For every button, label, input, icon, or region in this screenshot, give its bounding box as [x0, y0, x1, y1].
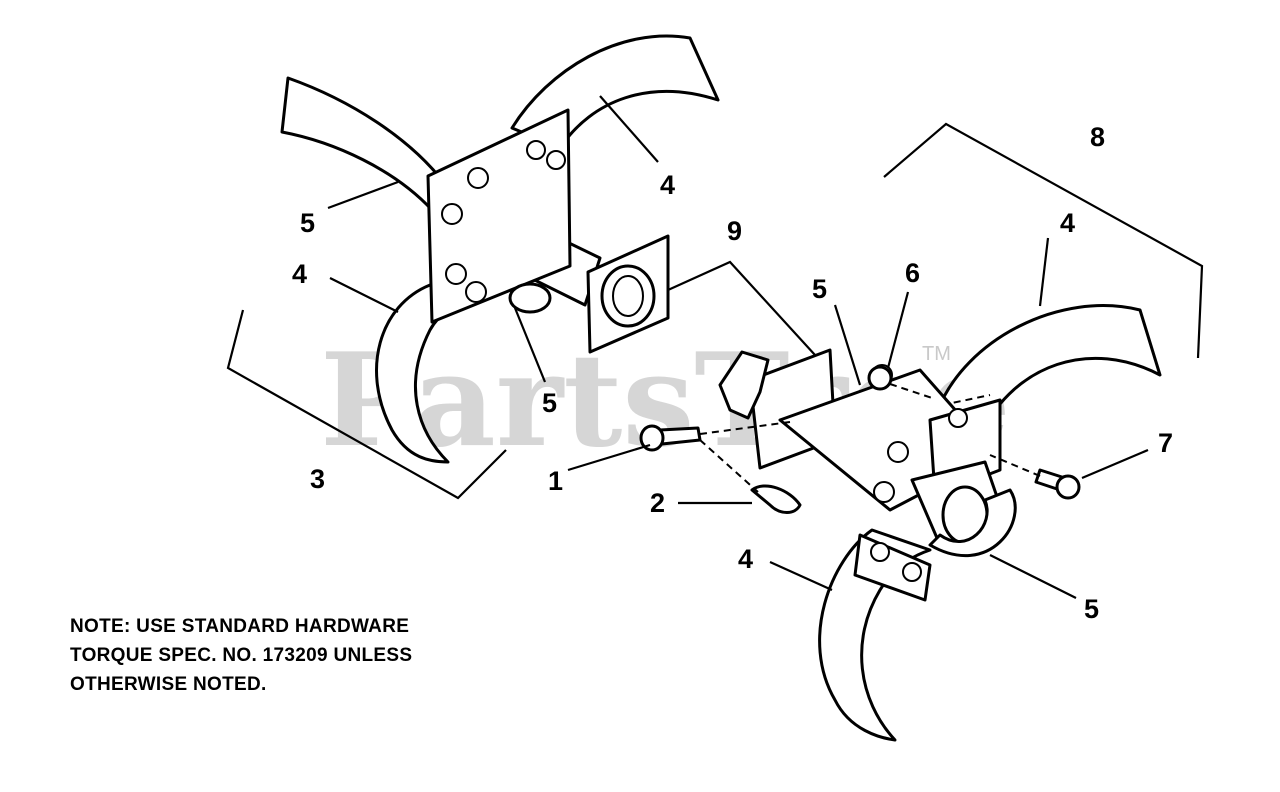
callout-4-left-upper: 4: [660, 170, 675, 200]
callout-8: 8: [1090, 122, 1105, 152]
note-line-3: OTHERWISE NOTED.: [70, 674, 267, 695]
callout-5-right-upper: 5: [812, 274, 827, 304]
callout-4-right-upper: 4: [1060, 208, 1075, 238]
lock-nut: [867, 365, 933, 399]
hairpin-cotter: [699, 439, 802, 514]
callout-4-left-lower: 4: [292, 259, 307, 289]
hardware-note: NOTE: USE STANDARD HARDWARE TORQUE SPEC.…: [70, 612, 490, 699]
callout-3: 3: [310, 464, 325, 494]
callout-6: 6: [905, 258, 920, 288]
left-lower-tine: [375, 283, 474, 464]
callout-9: 9: [727, 216, 742, 246]
hex-bolt: [989, 454, 1081, 500]
left-flange-bolts: [441, 140, 566, 303]
callout-5-left-upper: 5: [300, 208, 315, 238]
callout-5-right-lower: 5: [1084, 594, 1099, 624]
left-upper-tine: [280, 76, 447, 212]
callout-2: 2: [650, 488, 665, 518]
callout-5-left-lower: 5: [542, 388, 557, 418]
left-tine-assembly: [280, 34, 720, 464]
note-line-2: TORQUE SPEC. NO. 173209 UNLESS: [70, 645, 413, 666]
left-hub-ring: [508, 282, 552, 314]
callout-4-right-lower: 4: [738, 544, 753, 574]
note-line-1: NOTE: USE STANDARD HARDWARE: [70, 616, 410, 637]
right-bracket-clip: [718, 350, 770, 420]
watermark-trademark: TM: [922, 343, 951, 365]
callout-labels: 5 4 4 5 3 9 5 6 8 4 7 1 2 4 5: [292, 122, 1173, 624]
right-hub-ring: [928, 488, 1017, 558]
leader-lines: [226, 95, 1204, 599]
callout-7: 7: [1158, 428, 1173, 458]
right-tine-assembly: [718, 304, 1162, 742]
callout-1: 1: [548, 466, 563, 496]
